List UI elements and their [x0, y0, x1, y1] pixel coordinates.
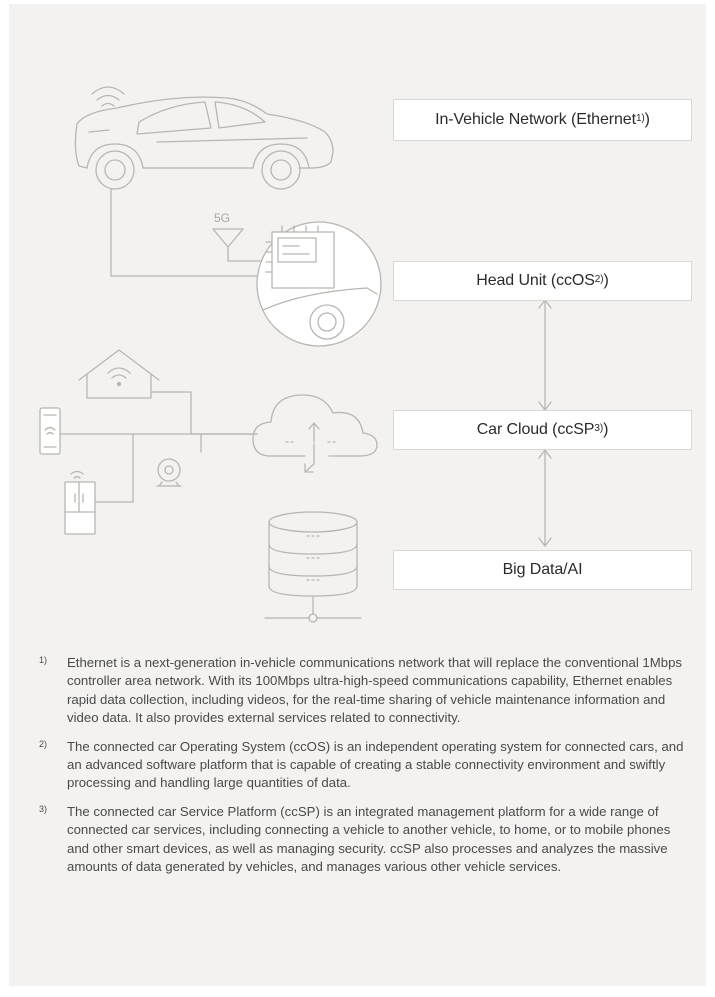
bidirectional-arrow	[538, 449, 552, 547]
phone-icon	[39, 407, 61, 455]
bidirectional-arrow	[538, 299, 552, 411]
footnote-marker: 3)	[594, 422, 604, 434]
car-link-line	[110, 189, 277, 277]
footnote-marker: 1)	[39, 655, 48, 665]
in-vehicle-network-label: In-Vehicle Network (Ethernet	[435, 111, 636, 128]
footnote-marker: 2)	[39, 738, 48, 749]
in-vehicle-network-label-tail: )	[644, 111, 650, 128]
camera-icon	[156, 458, 182, 487]
network-line	[94, 433, 134, 503]
car-cloud-label-tail: )	[603, 421, 609, 438]
footnote-2: 2) The connected car Operating System (c…	[39, 738, 689, 793]
network-line	[150, 391, 258, 435]
footnote-1: 1) Ethernet is a next-generation in-vehi…	[39, 654, 689, 728]
footnote-marker: 1)	[635, 112, 645, 124]
refrigerator-icon	[64, 470, 96, 535]
database-icon	[264, 511, 362, 623]
footnote-3: 3) The connected car Service Platform (c…	[39, 803, 689, 877]
footnote-text: The connected car Service Platform (ccSP…	[67, 803, 671, 875]
head-unit-label-tail: )	[603, 272, 609, 289]
big-data-ai-box: Big Data/AI	[393, 550, 692, 590]
head-unit-label: Head Unit (ccOS	[476, 272, 595, 289]
car-cloud-label: Car Cloud (ccSP	[476, 421, 595, 438]
antenna-icon	[212, 228, 271, 262]
footnote-marker: 2)	[594, 273, 604, 285]
chip-icon	[256, 221, 382, 347]
antenna-5g-label: 5G	[214, 211, 230, 225]
car-icon	[74, 96, 334, 190]
wifi-icon	[91, 86, 125, 107]
cloud-icon	[252, 394, 378, 473]
footnotes: 1) Ethernet is a next-generation in-vehi…	[39, 654, 689, 886]
footnote-text: The connected car Operating System (ccOS…	[67, 738, 684, 791]
house-icon	[78, 349, 160, 399]
footnote-marker: 3)	[39, 803, 48, 814]
footnote-text: Ethernet is a next-generation in-vehicle…	[67, 655, 683, 726]
big-data-ai-label: Big Data/AI	[502, 561, 583, 578]
